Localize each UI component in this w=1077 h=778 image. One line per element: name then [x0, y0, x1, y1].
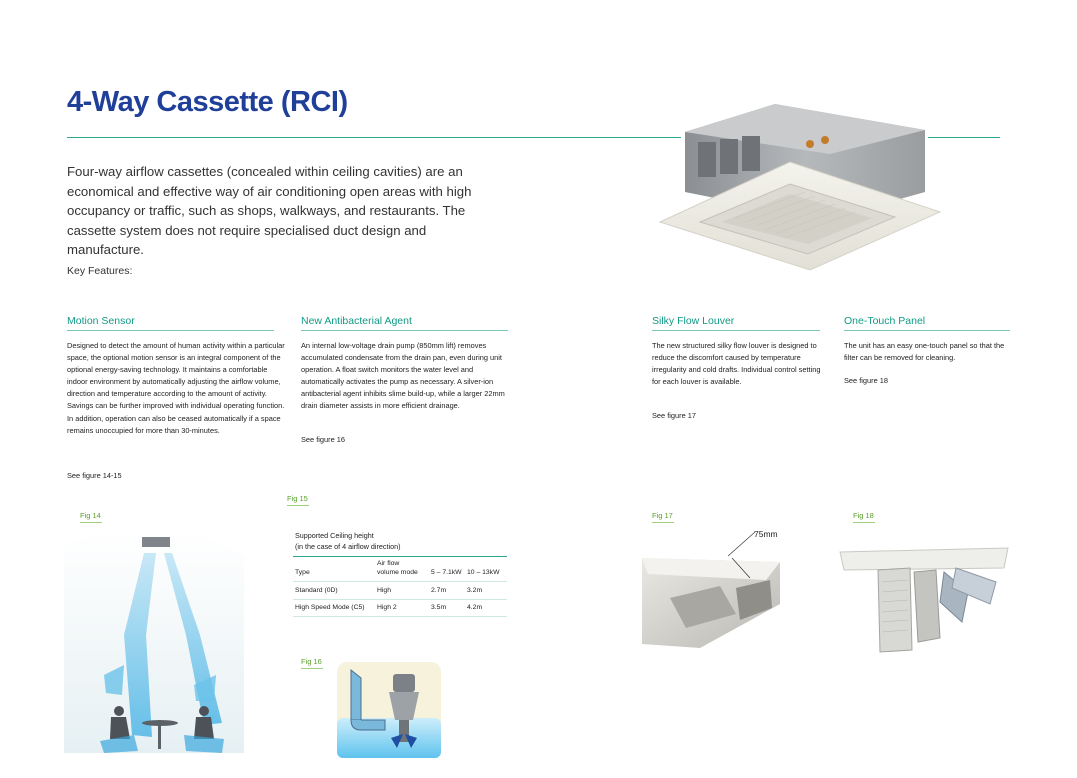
title-rule-right — [928, 137, 1000, 138]
louver-rule — [652, 330, 820, 331]
panel-see: See figure 18 — [844, 376, 888, 385]
motion-sensor-body: Designed to detect the amount of human a… — [67, 341, 285, 435]
fig17-dimension-label: 75mm — [754, 529, 778, 539]
table-cell: 3.5m — [431, 604, 447, 611]
fig16-drain-pump-illustration — [337, 662, 441, 758]
louver-heading: Silky Flow Louver — [652, 315, 735, 327]
intro-paragraph: Four-way airflow cassettes (concealed wi… — [67, 164, 472, 257]
ceiling-table: Type Air flow volume mode 5 – 7.1kW 10 –… — [295, 559, 507, 579]
fig18-panel-illustration — [839, 547, 1009, 653]
table-cell: 4.2m — [467, 604, 483, 611]
table-row: High Speed Mode (C5) High 2 3.5m 4.2m — [295, 604, 507, 614]
antibacterial-see: See figure 16 — [301, 435, 345, 444]
fig15-label: Fig 15 — [287, 494, 308, 503]
fig17-rule — [652, 522, 674, 523]
table-cell: Standard (0D) — [295, 587, 338, 594]
panel-body: The unit has an easy one-touch panel so … — [844, 341, 1005, 363]
title-rule-left — [67, 137, 681, 138]
fig14-airflow-illustration — [64, 530, 244, 753]
ceiling-table-header-type: Type — [295, 569, 310, 576]
antibacterial-body: An internal low-voltage drain pump (850m… — [301, 341, 505, 411]
ceiling-table-header-small: 5 – 7.1kW — [431, 569, 462, 576]
key-features-label: Key Features: — [67, 265, 133, 277]
fig18-rule — [853, 522, 875, 523]
fig16-rule — [301, 668, 323, 669]
table-cell: 2.7m — [431, 587, 447, 594]
fig17-louver-illustration — [642, 531, 780, 648]
panel-rule — [844, 330, 1010, 331]
antibacterial-rule — [301, 330, 508, 331]
louver-see: See figure 17 — [652, 411, 696, 420]
page-title: 4-Way Cassette (RCI) — [67, 86, 348, 118]
ceiling-table-top-rule — [293, 556, 507, 557]
ceiling-table-header-airflow-1: Air flow — [377, 560, 400, 567]
ceiling-table-caption-1: Supported Ceiling height — [295, 531, 374, 540]
antibacterial-heading: New Antibacterial Agent — [301, 315, 412, 327]
ceiling-table-row-rule — [293, 599, 507, 600]
ceiling-table-caption-2: (in the case of 4 airflow direction) — [295, 541, 401, 551]
fig15-rule — [287, 505, 309, 506]
motion-sensor-rule — [67, 330, 274, 331]
cassette-unit-image — [658, 104, 942, 271]
fig18-label: Fig 18 — [853, 511, 874, 520]
motion-sensor-heading: Motion Sensor — [67, 315, 135, 327]
table-row: Standard (0D) High 2.7m 3.2m — [295, 587, 507, 597]
ceiling-table-bottom-rule — [293, 616, 507, 617]
table-cell: 3.2m — [467, 587, 483, 594]
motion-sensor-see: See figure 14-15 — [67, 471, 122, 480]
table-cell: High Speed Mode (C5) — [295, 604, 365, 611]
panel-heading: One-Touch Panel — [844, 315, 926, 327]
fig17-label: Fig 17 — [652, 511, 673, 520]
ceiling-table-header-rule — [293, 581, 507, 582]
table-cell: High 2 — [377, 604, 397, 611]
fig14-rule — [80, 522, 102, 523]
fig16-label: Fig 16 — [301, 657, 322, 666]
ceiling-table-header-airflow-2: volume mode — [377, 569, 418, 576]
table-cell: High — [377, 587, 391, 594]
ceiling-table-caption: Supported Ceiling height (in the case of… — [295, 531, 400, 552]
louver-body: The new structured silky flow louver is … — [652, 341, 821, 387]
fig14-label: Fig 14 — [80, 511, 101, 520]
ceiling-table-header-large: 10 – 13kW — [467, 569, 500, 576]
